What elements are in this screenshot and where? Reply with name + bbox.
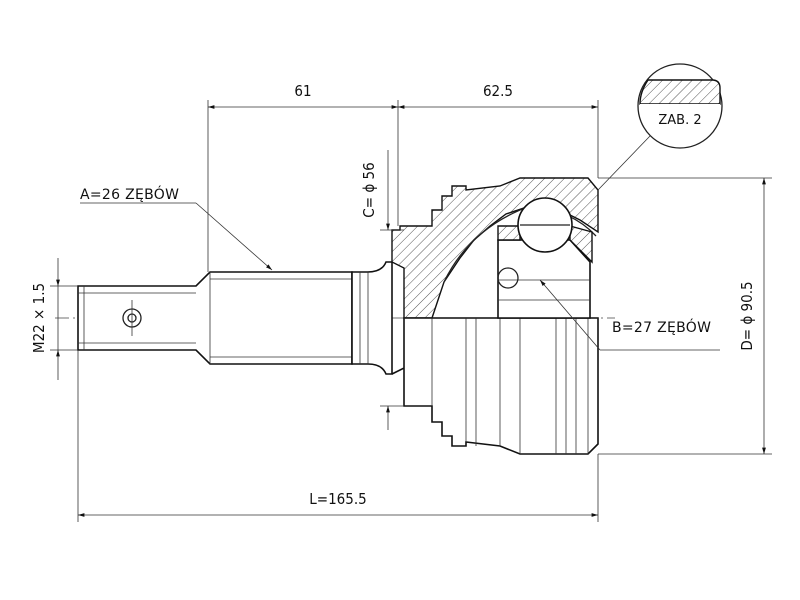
dim-thread: M22 × 1.5 — [30, 258, 78, 380]
dim-61-label: 61 — [294, 82, 311, 100]
callout-spline-b-label: B=27 ZĘBÓW — [612, 318, 711, 336]
dim-61: 61 — [207, 82, 399, 272]
detail-callout-label: ZAB. 2 — [658, 113, 701, 128]
ball-small — [497, 267, 519, 289]
cotter-pin-hole — [122, 300, 142, 336]
callout-spline-a-label: A=26 ZĘBÓW — [80, 185, 179, 203]
callout-spline-b: B=27 ZĘBÓW — [539, 279, 720, 351]
threaded-stub — [77, 271, 353, 365]
outer-race-lower — [391, 317, 599, 455]
dim-total-length-label: L=165.5 — [309, 490, 366, 508]
dim-c-label: C= ϕ 56 — [360, 162, 378, 217]
detail-callout: ZAB. 2 — [597, 63, 723, 191]
dim-c: C= ϕ 56 — [360, 150, 404, 430]
dim-62-5: 62.5 — [398, 82, 599, 178]
dim-thread-label: M22 × 1.5 — [30, 283, 48, 353]
callout-spline-a: A=26 ZĘBÓW — [80, 185, 273, 271]
dim-62-5-label: 62.5 — [483, 82, 513, 100]
dim-d-label: D= ϕ 90.5 — [738, 281, 756, 350]
dim-d: D= ϕ 90.5 — [598, 177, 772, 455]
dim-total-length: L=165.5 — [77, 350, 599, 522]
shaft-neck — [351, 261, 393, 375]
